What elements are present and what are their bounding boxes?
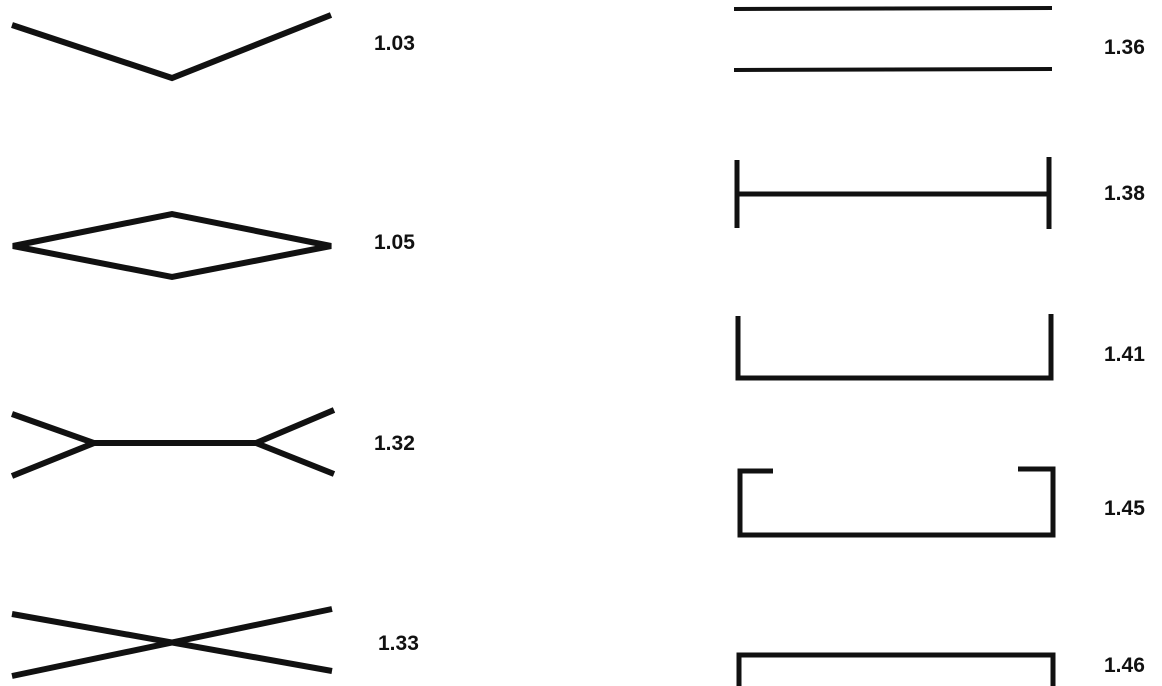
label-channel: 1.41 bbox=[1104, 343, 1145, 366]
label-x-shape: 1.33 bbox=[378, 632, 419, 655]
label-bowtie-shape: 1.32 bbox=[374, 432, 415, 455]
label-diamond-shape: 1.05 bbox=[374, 231, 415, 254]
label-parallel-lines: 1.36 bbox=[1104, 36, 1145, 59]
label-lipped-channel: 1.45 bbox=[1104, 497, 1145, 520]
label-i-beam: 1.38 bbox=[1104, 182, 1145, 205]
label-rectangle: 1.46 bbox=[1104, 654, 1145, 677]
label-v-shape: 1.03 bbox=[374, 32, 415, 55]
